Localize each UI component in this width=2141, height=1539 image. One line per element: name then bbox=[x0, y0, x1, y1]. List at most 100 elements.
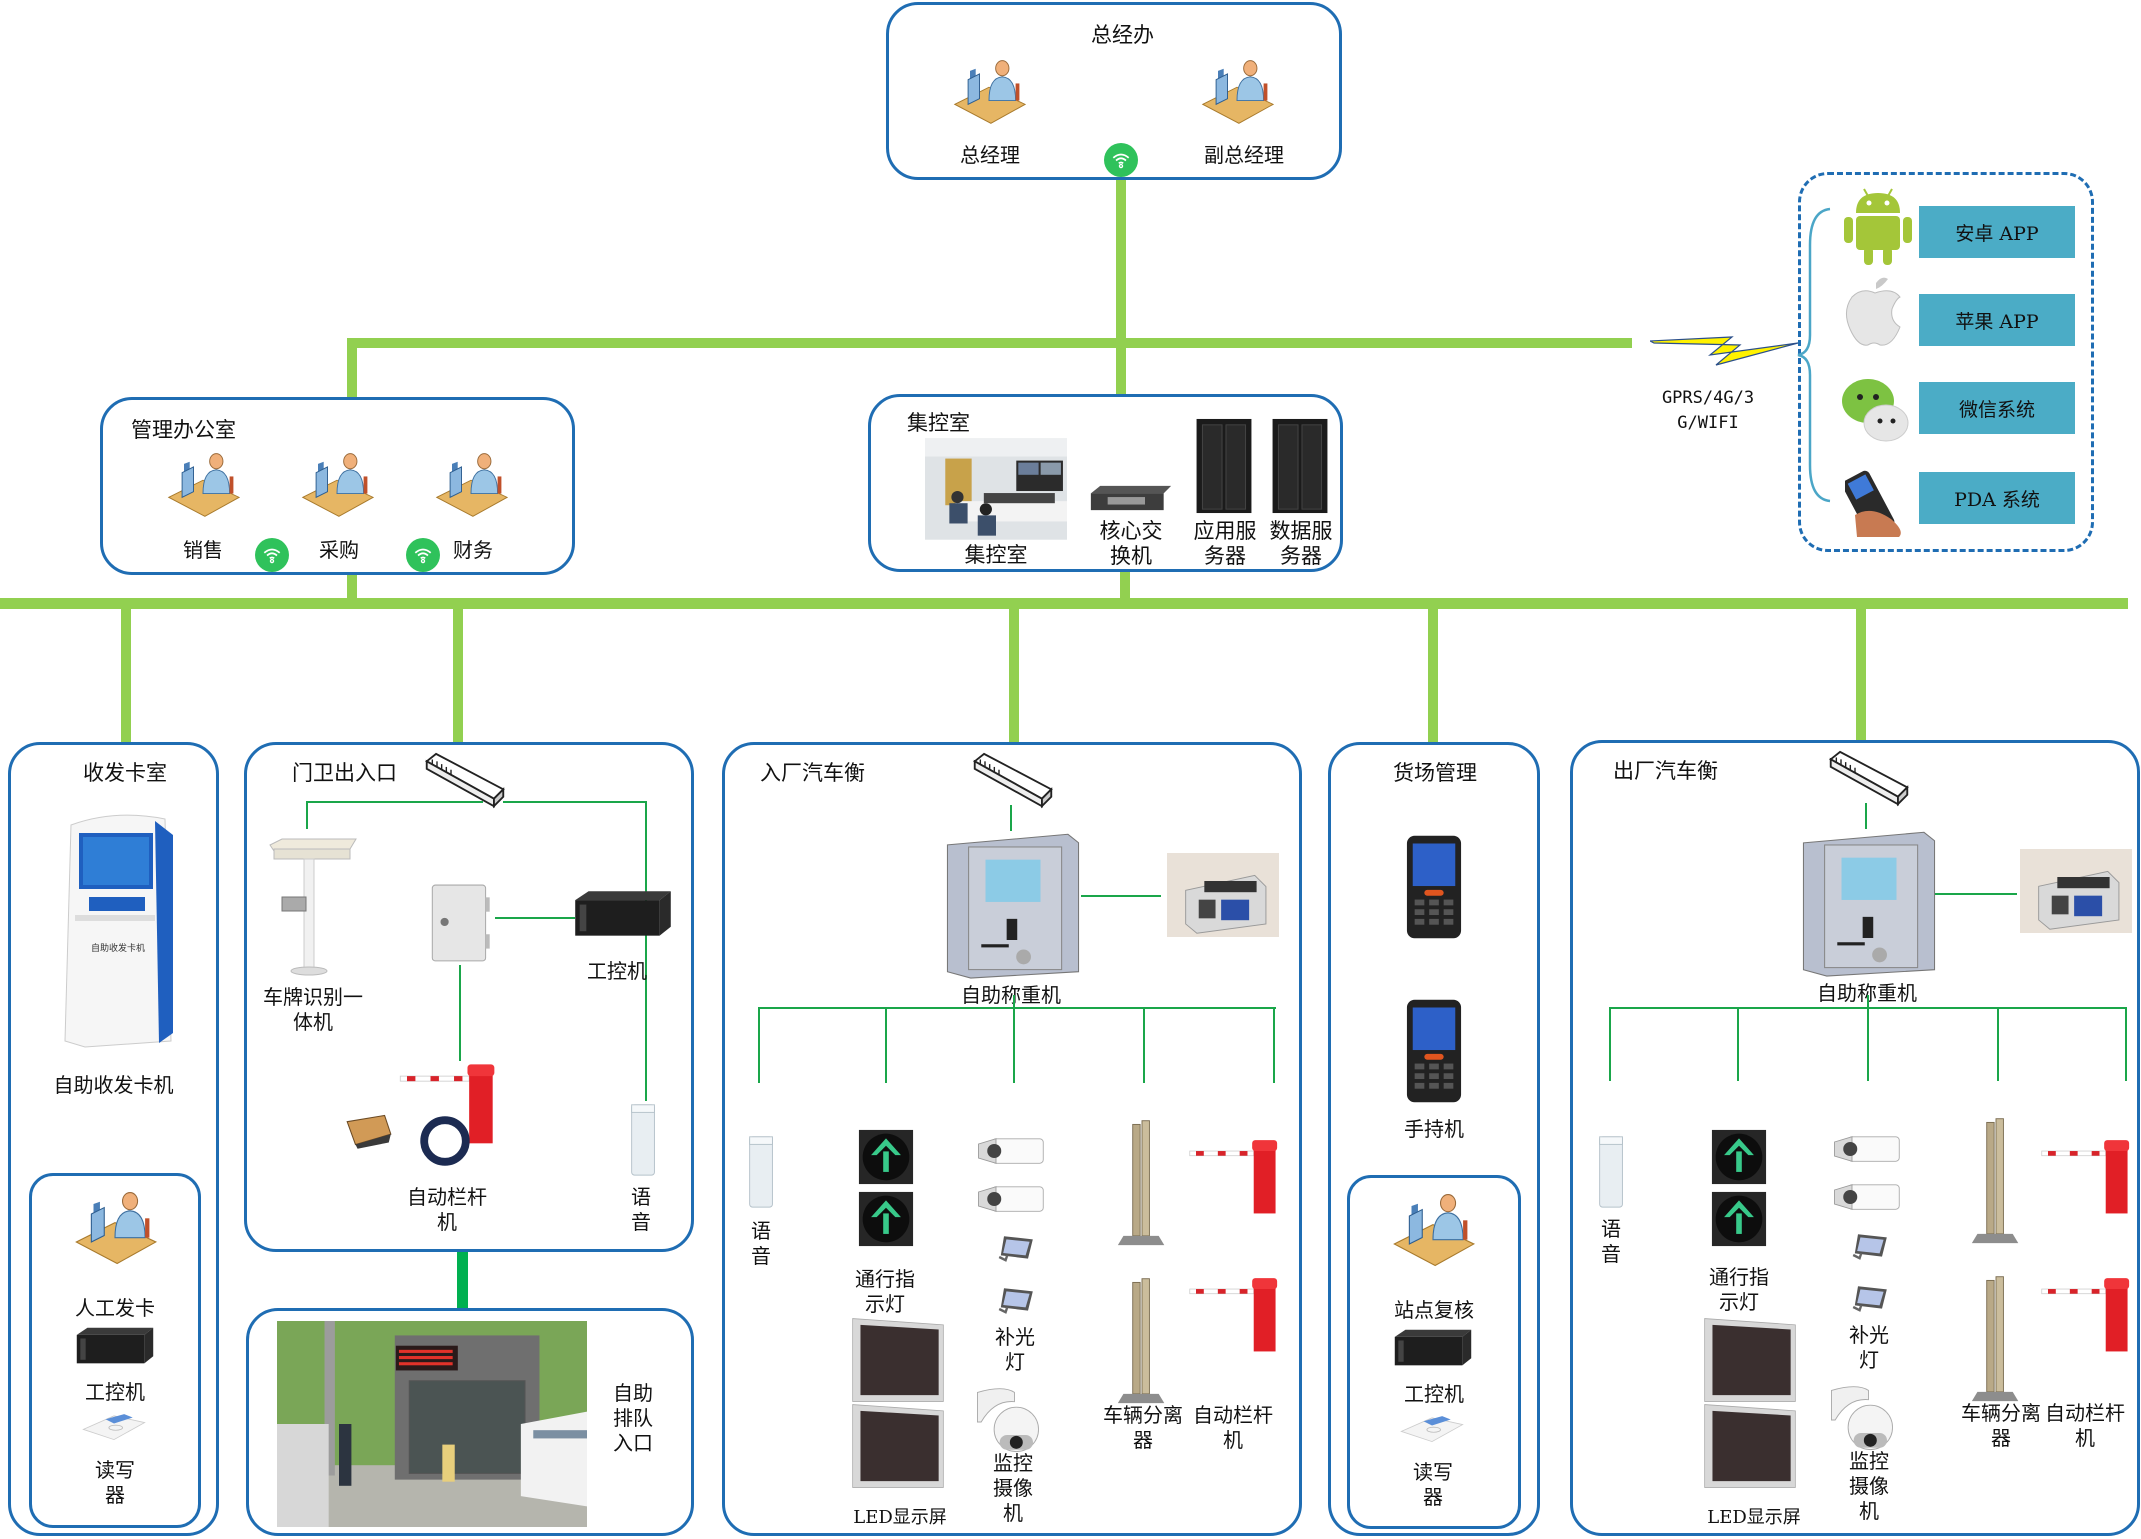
gate-box: 门卫出入口 车牌识别一 体机 工控机 自动栏杆 机 语 音 bbox=[244, 742, 694, 1252]
site-review-label: 站点复核 bbox=[1394, 1298, 1474, 1322]
in-scale-link bbox=[758, 1007, 760, 1083]
speaker-icon bbox=[747, 1133, 777, 1209]
manual-card-label: 人工发卡 bbox=[75, 1296, 155, 1320]
out-signal-label: 通行指 示灯 bbox=[1709, 1265, 1769, 1314]
app-server-label: 应用服 务器 bbox=[1193, 519, 1257, 568]
out-led-label: LED显示屏 bbox=[1707, 1507, 1801, 1528]
gate-link bbox=[495, 917, 575, 919]
out-separator-label: 车辆分离 器 bbox=[1961, 1401, 2041, 1450]
led-display-icon bbox=[843, 1317, 953, 1403]
weighing-kiosk-icon bbox=[1795, 821, 1943, 981]
site-review-box: 站点复核 工控机 读写 器 bbox=[1347, 1175, 1521, 1529]
yard-box: 货场管理 手持机 站点复核 工控机 读写 器 bbox=[1328, 742, 1540, 1536]
core-switch-label: 核心交 换机 bbox=[1099, 519, 1163, 568]
traffic-signal-icon bbox=[1711, 1129, 1767, 1185]
person-computer-icon bbox=[951, 57, 1027, 127]
speaker-icon bbox=[629, 1101, 659, 1177]
wifi-icon bbox=[255, 538, 289, 572]
ground-coil-icon bbox=[419, 1115, 471, 1167]
gate-link bbox=[503, 801, 647, 803]
vehicle-separator-icon bbox=[1107, 1117, 1177, 1247]
bullet-camera-icon bbox=[1831, 1133, 1901, 1165]
person-computer-icon bbox=[72, 1190, 158, 1266]
control-room-title: 集控室 bbox=[907, 411, 970, 435]
out-scale-box: 出厂汽车衡 自助称重机 语 音 通行指 示灯 LED显示屏 补光 灯 监控 摄像… bbox=[1570, 740, 2140, 1536]
handheld-terminal-icon bbox=[1405, 829, 1463, 945]
gate-to-queue-line bbox=[457, 1250, 468, 1310]
yard-ipc-label: 工控机 bbox=[1404, 1382, 1464, 1406]
out-scale-title: 出厂汽车衡 bbox=[1613, 759, 1718, 783]
bullet-camera-icon bbox=[1831, 1181, 1901, 1213]
android-icon bbox=[1844, 188, 1912, 265]
main-bus-line bbox=[0, 598, 2128, 609]
out-scale-link bbox=[1997, 1007, 1999, 1081]
apple-app-label: 苹果 APP bbox=[1919, 294, 2075, 346]
out-scale-link bbox=[2125, 1007, 2127, 1081]
wireless-link-icon bbox=[1650, 336, 1799, 366]
barrier-gate-icon bbox=[2039, 1275, 2135, 1353]
mobile-apps-box bbox=[1798, 172, 2094, 552]
in-scale-box: 入厂汽车衡 自助称重机 语 音 通行指 示灯 LED显示屏 补光 灯 监控 摄像… bbox=[722, 742, 1302, 1536]
gate-ipc-label: 工控机 bbox=[587, 959, 647, 983]
out-scale-link bbox=[1867, 995, 1869, 1081]
vehicle-separator-icon bbox=[1107, 1275, 1177, 1405]
core-switch-icon bbox=[1089, 483, 1173, 513]
mgmt-office-box: 管理办公室 销售 采购 财务 bbox=[100, 397, 575, 575]
mgmt-office-title: 管理办公室 bbox=[131, 418, 236, 442]
queue-entrance-label: 自助 排队 入口 bbox=[613, 1381, 653, 1455]
yard-title: 货场管理 bbox=[1393, 761, 1477, 785]
dome-camera-icon bbox=[975, 1385, 1041, 1459]
in-barrier-label: 自动栏杆 机 bbox=[1193, 1403, 1273, 1452]
fill-light-icon bbox=[995, 1233, 1037, 1265]
person-computer-icon bbox=[165, 450, 241, 520]
apple-icon bbox=[1846, 277, 1901, 346]
person-computer-icon bbox=[433, 450, 509, 520]
queue-entrance-box: 自助 排队 入口 bbox=[246, 1308, 694, 1536]
gm-office-title: 总经办 bbox=[1091, 23, 1154, 47]
network-hub-icon bbox=[971, 751, 1055, 809]
pda-icon bbox=[1845, 470, 1901, 537]
weighing-kiosk-icon bbox=[939, 823, 1087, 983]
wireless-link-label: GPRS/4G/3 G/WIFI bbox=[1661, 388, 1755, 433]
led-display-icon bbox=[843, 1403, 953, 1489]
person-computer-icon bbox=[1199, 57, 1275, 127]
in-led-label: LED显示屏 bbox=[853, 1507, 947, 1528]
fill-light-icon bbox=[1849, 1283, 1891, 1315]
in-scale-link bbox=[1143, 1007, 1145, 1083]
control-room-photo bbox=[925, 437, 1067, 541]
control-cabinet-icon bbox=[429, 883, 493, 965]
in-scale-kiosk-label: 自助称重机 bbox=[961, 983, 1061, 1007]
vehicle-separator-icon bbox=[1961, 1115, 2031, 1245]
sales-label: 销售 bbox=[183, 538, 223, 562]
card-room-title: 收发卡室 bbox=[83, 761, 167, 785]
bullet-camera-icon bbox=[975, 1135, 1045, 1167]
deputy-gm-label: 副总经理 bbox=[1204, 143, 1284, 167]
person-computer-icon bbox=[299, 450, 375, 520]
industrial-pc-icon bbox=[573, 889, 673, 939]
brace-connector bbox=[1797, 207, 1831, 503]
pda-system-label: PDA 系统 bbox=[1919, 472, 2075, 524]
yard-reader-label: 读写 器 bbox=[1413, 1460, 1453, 1509]
out-scale-link bbox=[1865, 803, 1867, 829]
in-fill-light-label: 补光 灯 bbox=[995, 1325, 1035, 1374]
card-kiosk-label: 自助收发卡机 bbox=[53, 1073, 174, 1097]
wifi-icon bbox=[1104, 143, 1138, 177]
upper-bus-line bbox=[347, 338, 1632, 348]
ipc-label: 工控机 bbox=[85, 1380, 145, 1404]
barrier-gate-icon bbox=[2039, 1137, 2135, 1215]
card-room-box: 收发卡室 自助收发卡机 人工发卡 工控机 读写 器 bbox=[8, 742, 219, 1536]
card-reader-icon bbox=[1398, 1410, 1466, 1446]
person-computer-icon bbox=[1390, 1192, 1476, 1268]
handheld-terminal-icon bbox=[1405, 993, 1463, 1109]
out-camera-label: 监控 摄像 机 bbox=[1849, 1449, 1889, 1523]
android-app-label: 安卓 APP bbox=[1919, 206, 2075, 258]
in-scale-link bbox=[1081, 895, 1161, 897]
card-room-drop-line bbox=[121, 606, 131, 744]
gm-label: 总经理 bbox=[960, 143, 1020, 167]
loop-detector-icon bbox=[343, 1111, 395, 1149]
gate-voice-label: 语 音 bbox=[631, 1185, 651, 1234]
barrier-gate-icon bbox=[1187, 1275, 1283, 1353]
lpr-label: 车牌识别一 体机 bbox=[263, 985, 363, 1034]
out-barrier-label: 自动栏杆 机 bbox=[2045, 1401, 2125, 1450]
fill-light-icon bbox=[1849, 1231, 1891, 1263]
